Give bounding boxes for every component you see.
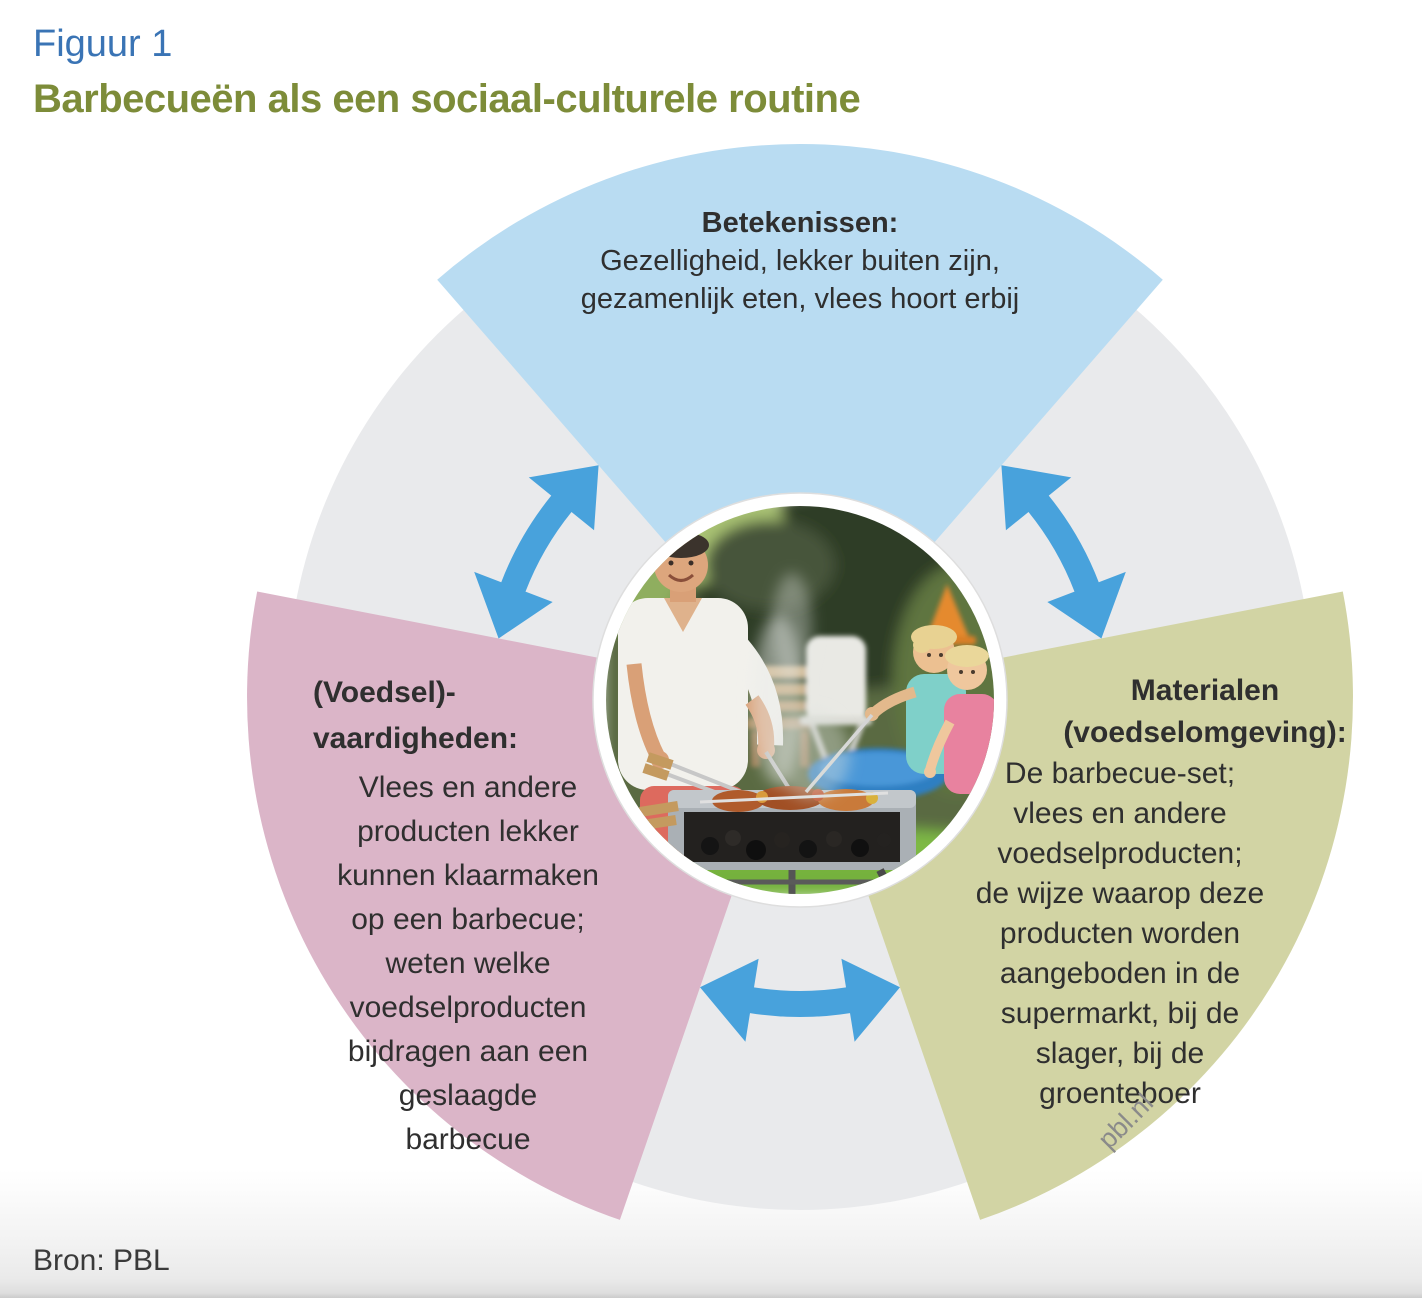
source-label: Bron: PBL [33, 1244, 170, 1277]
wedge-top-text: Betekenissen: Gezelligheid, lekker buite… [440, 204, 1160, 318]
wedge-right-heading: Materialen (voedselomgeving): [1063, 674, 1347, 749]
figure-label: Figuur 1 [33, 23, 173, 65]
wedge-left-body: Vlees en andere producten lekker kunnen … [337, 771, 599, 1156]
figure-title: Barbecueën als een sociaal-culturele rou… [33, 77, 861, 121]
wedge-left-heading: (Voedsel)- vaardigheden: [313, 676, 519, 755]
wedge-right-body: De barbecue-set; vlees en andere voedsel… [975, 757, 1265, 1110]
wedge-top-body: Gezelligheid, lekker buiten zijn, gezame… [580, 245, 1020, 315]
wedge-top-shape [437, 144, 1163, 697]
smoke [752, 573, 850, 800]
wedge-top-heading: Betekenissen: [701, 207, 899, 239]
